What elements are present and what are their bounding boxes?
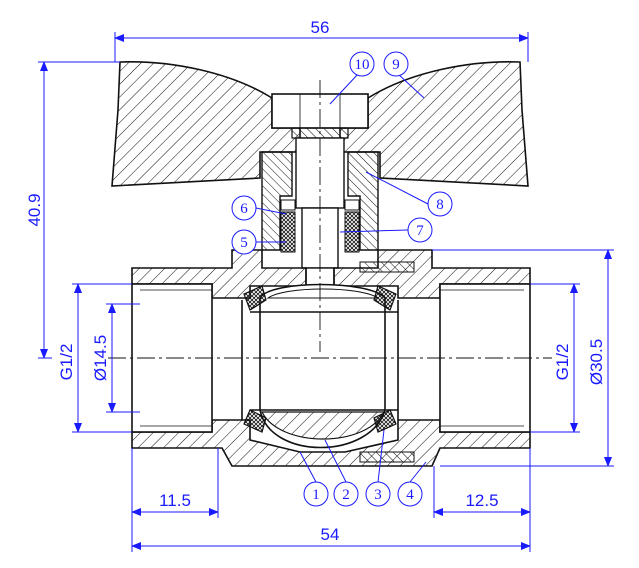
dim-right-thread-length: 12.5 bbox=[465, 491, 498, 510]
dim-overall-width: 56 bbox=[311, 18, 330, 37]
balloon-5: 5 bbox=[240, 235, 248, 251]
dim-outer-diameter: Ø30.5 bbox=[587, 339, 606, 385]
balloon-9: 9 bbox=[392, 57, 400, 73]
balloon-1: 1 bbox=[312, 487, 320, 503]
seat-rings bbox=[241, 285, 399, 433]
balloon-4: 4 bbox=[406, 487, 414, 503]
part-balloons: 1 2 3 4 5 6 7 8 9 10 bbox=[231, 51, 453, 507]
centerlines bbox=[108, 80, 552, 359]
balloon-7: 7 bbox=[416, 223, 424, 239]
ball bbox=[250, 283, 398, 449]
balloon-6: 6 bbox=[240, 201, 248, 217]
balloon-2: 2 bbox=[342, 487, 350, 503]
dim-thread-right: G1/2 bbox=[553, 344, 572, 381]
dim-overall-length: 54 bbox=[321, 525, 340, 544]
dim-thread-left: G1/2 bbox=[57, 344, 76, 381]
balloon-3: 3 bbox=[374, 487, 382, 503]
dim-left-thread-length: 11.5 bbox=[159, 491, 191, 510]
dim-bore: Ø14.5 bbox=[91, 335, 110, 381]
balloon-10: 10 bbox=[355, 57, 370, 73]
balloon-8: 8 bbox=[436, 197, 444, 213]
stem-assembly bbox=[261, 137, 379, 303]
butterfly-handle bbox=[111, 60, 529, 187]
dim-height: 40.9 bbox=[25, 193, 44, 226]
dimensions: 56 40.9 G1/2 Ø14.5 G1/2 Ø30.5 11.5 bbox=[25, 18, 614, 552]
